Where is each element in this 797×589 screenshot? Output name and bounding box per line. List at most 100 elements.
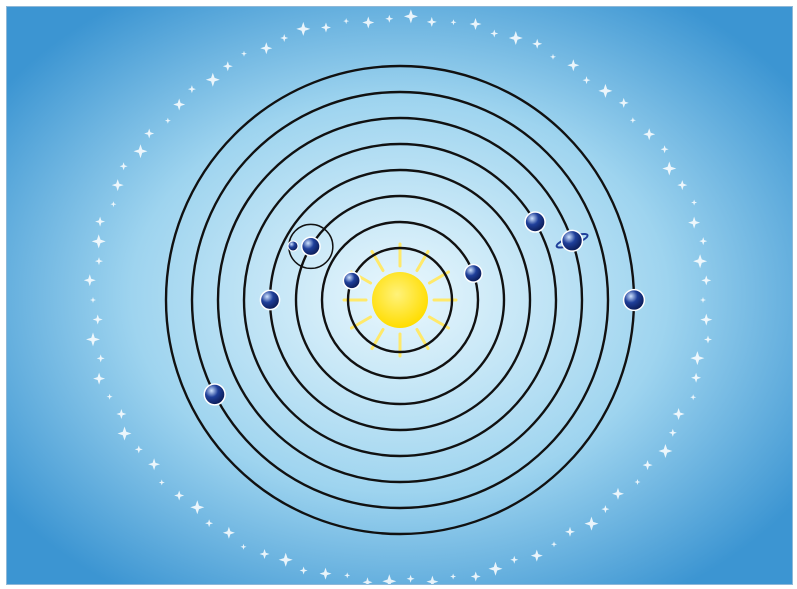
star-40 — [116, 409, 127, 419]
star-14 — [584, 516, 599, 531]
planet-8 — [622, 288, 646, 312]
star-65 — [321, 22, 331, 33]
star-37 — [148, 458, 161, 471]
orbit-3 — [294, 194, 506, 406]
star-51 — [110, 201, 117, 208]
orbit-6 — [216, 116, 584, 484]
star-7 — [672, 408, 685, 420]
star-82 — [643, 128, 656, 141]
star-88 — [699, 237, 708, 246]
orbit-2 — [320, 220, 480, 380]
star-34 — [190, 500, 205, 515]
star-54 — [133, 144, 148, 159]
orbit-1 — [346, 246, 454, 354]
star-18 — [510, 555, 519, 564]
star-71 — [450, 19, 457, 26]
planet-5 — [524, 211, 546, 233]
star-ring — [83, 9, 713, 584]
star-13 — [601, 505, 610, 514]
star-2 — [700, 313, 713, 326]
star-44 — [86, 332, 100, 347]
star-66 — [343, 18, 350, 25]
star-50 — [95, 216, 106, 227]
star-16 — [551, 541, 557, 548]
star-60 — [222, 61, 233, 72]
star-90 — [701, 275, 712, 286]
star-72 — [469, 18, 482, 30]
star-22 — [426, 575, 439, 584]
star-24 — [382, 574, 397, 584]
star-64 — [296, 21, 311, 36]
star-33 — [205, 519, 214, 528]
sun — [372, 272, 428, 328]
star-10 — [642, 460, 653, 471]
star-4 — [690, 351, 705, 366]
solar-system-diagram — [7, 7, 792, 584]
planet-2 — [463, 263, 483, 283]
star-89 — [693, 254, 708, 269]
star-42 — [93, 372, 106, 385]
star-32 — [222, 526, 235, 539]
star-36 — [158, 479, 165, 486]
star-57 — [173, 98, 186, 111]
star-61 — [241, 50, 247, 57]
star-59 — [205, 72, 220, 87]
star-76 — [550, 53, 556, 60]
star-52 — [111, 179, 124, 192]
star-56 — [164, 117, 171, 124]
star-26 — [344, 572, 351, 579]
star-68 — [385, 14, 394, 23]
star-73 — [490, 29, 499, 38]
star-8 — [668, 428, 677, 437]
star-83 — [660, 145, 669, 154]
orbit-5 — [242, 142, 558, 458]
moon — [287, 240, 299, 252]
star-41 — [106, 393, 113, 400]
star-85 — [677, 180, 688, 191]
star-43 — [96, 354, 105, 363]
star-11 — [634, 479, 641, 485]
planet-6 — [560, 229, 584, 252]
star-12 — [612, 487, 624, 500]
star-38 — [134, 445, 143, 454]
star-6 — [690, 394, 697, 401]
star-87 — [688, 216, 701, 229]
star-35 — [174, 490, 185, 501]
star-49 — [91, 234, 106, 249]
star-70 — [426, 16, 437, 27]
planet-4 — [259, 289, 281, 311]
star-25 — [362, 577, 373, 584]
star-53 — [119, 162, 128, 171]
star-67 — [362, 16, 375, 29]
orbit-7 — [190, 90, 610, 510]
star-80 — [618, 97, 629, 108]
star-77 — [567, 59, 580, 72]
star-78 — [582, 76, 591, 85]
star-58 — [187, 85, 196, 94]
planet-1 — [342, 271, 361, 290]
star-62 — [260, 42, 273, 55]
star-31 — [240, 543, 247, 550]
star-86 — [691, 199, 698, 206]
star-1 — [700, 297, 706, 303]
star-27 — [319, 567, 332, 580]
star-30 — [259, 549, 270, 559]
star-19 — [488, 561, 503, 576]
diagram-frame — [6, 6, 793, 585]
star-84 — [662, 161, 677, 176]
star-74 — [508, 31, 523, 45]
star-17 — [530, 549, 543, 562]
star-39 — [117, 426, 132, 441]
star-63 — [280, 34, 289, 42]
star-47 — [83, 274, 96, 287]
star-79 — [598, 83, 613, 98]
star-20 — [470, 571, 481, 582]
planet-3 — [300, 236, 321, 257]
star-29 — [278, 552, 293, 567]
star-46 — [90, 297, 96, 303]
star-9 — [658, 444, 673, 458]
star-55 — [144, 128, 155, 139]
star-5 — [691, 372, 702, 383]
star-45 — [92, 314, 103, 325]
star-75 — [532, 38, 543, 49]
